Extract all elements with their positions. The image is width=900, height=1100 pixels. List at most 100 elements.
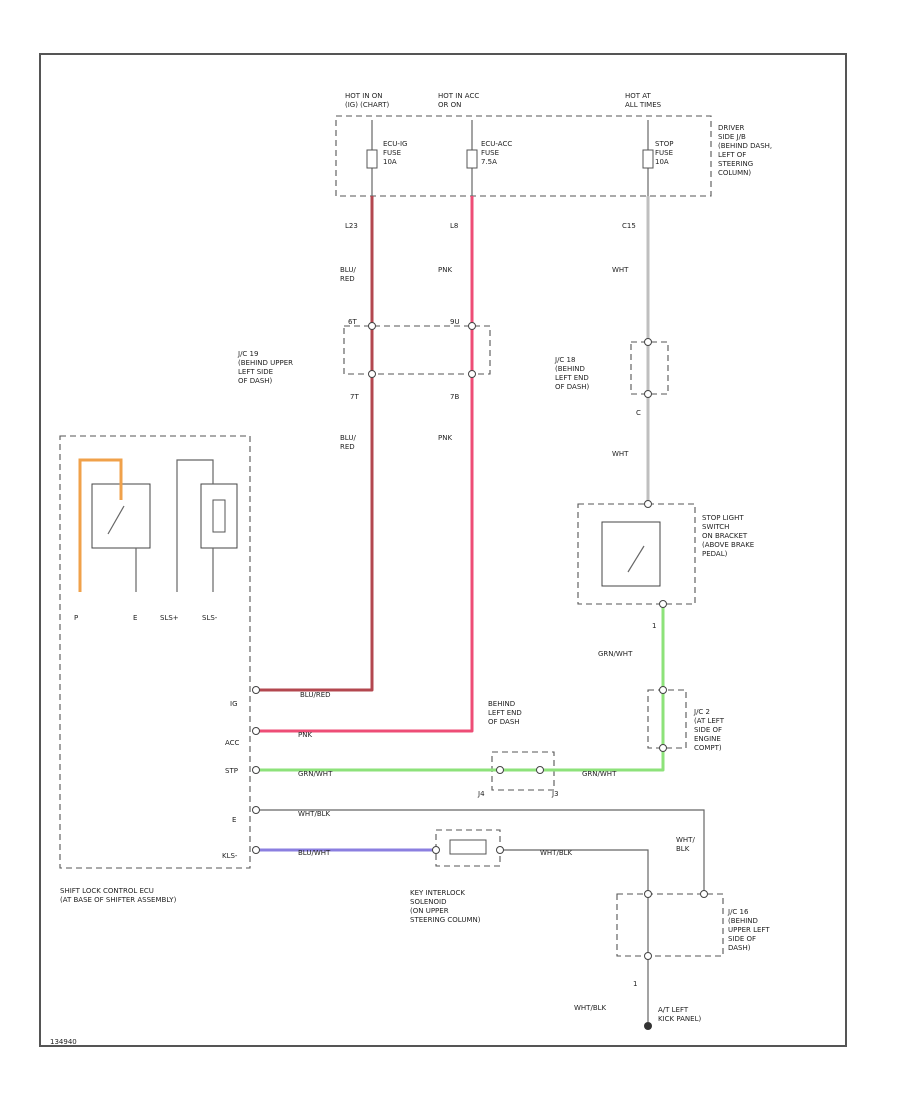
pin-jc2-top bbox=[659, 686, 667, 694]
wire-label-wht-blk-h2: WHT/BLK bbox=[540, 849, 573, 857]
jc19-pin-1: 6T bbox=[348, 318, 357, 326]
wire-label-grn-wht-h2: GRN/WHT bbox=[582, 770, 617, 778]
hot-run-label: HOT IN ON(IG) (CHART) bbox=[345, 92, 389, 109]
driver-junction-box bbox=[335, 115, 712, 197]
pin-jc19-bottom-left bbox=[368, 370, 376, 378]
ecu-relay-switch-icon bbox=[107, 505, 125, 535]
wire-label-wht-blk-gnd: WHT/BLK bbox=[574, 1004, 607, 1012]
stop-switch-pin: 1 bbox=[652, 622, 656, 630]
jc16-box bbox=[616, 893, 724, 957]
pin-jc18-top bbox=[644, 338, 652, 346]
pin-l8: L8 bbox=[450, 222, 458, 230]
pin-ecu-stp bbox=[252, 766, 260, 774]
wire-label-wht-1: WHT bbox=[612, 266, 629, 274]
jc18-box bbox=[630, 341, 669, 395]
wire-label-blu-red-2: BLU/RED bbox=[340, 434, 356, 451]
stop-switch-contact-icon bbox=[627, 545, 645, 573]
ecu-label: SHIFT LOCK CONTROL ECU(AT BASE OF SHIFTE… bbox=[60, 887, 177, 904]
ecu-terminal-sls-minus: SLS- bbox=[202, 614, 218, 622]
ground-icon bbox=[644, 1022, 652, 1030]
pin-ecu-kls bbox=[252, 846, 260, 854]
fuse-2-icon bbox=[466, 149, 478, 169]
wire-wht-blk bbox=[256, 809, 705, 898]
stop-switch-body bbox=[601, 521, 661, 587]
fuse-3-icon bbox=[642, 149, 654, 169]
pin-jc-mid-right bbox=[536, 766, 544, 774]
jc19-pin-3: 7T bbox=[350, 393, 359, 401]
wire-blu-red bbox=[256, 196, 374, 692]
wire-label-wht-blk-stack: WHT/BLK bbox=[676, 836, 695, 853]
pin-jc19-bottom-right bbox=[468, 370, 476, 378]
jc-mid-pin-j4: J4 bbox=[477, 790, 485, 798]
ecu-terminal-sls-plus: SLS+ bbox=[160, 614, 179, 622]
ecu-terminal-e: E bbox=[133, 614, 137, 622]
wire-label-blu-red-h: BLU/RED bbox=[300, 691, 331, 699]
pin-jc18-bottom bbox=[644, 390, 652, 398]
ecu-internal-orange-wire bbox=[78, 458, 123, 592]
jc19-box bbox=[343, 325, 491, 375]
pin-stop-switch-bottom bbox=[659, 600, 667, 608]
wire-label-pnk-2: PNK bbox=[438, 434, 452, 442]
ecu-pin-ig: IG bbox=[230, 700, 238, 708]
ecu-box bbox=[59, 435, 251, 869]
jc2-box bbox=[647, 689, 687, 749]
ecu-pin-acc: ACC bbox=[225, 739, 240, 747]
fuse-1-icon bbox=[366, 149, 378, 169]
ecu-pin-e: E bbox=[232, 816, 236, 824]
interlock-solenoid-icon bbox=[449, 839, 487, 855]
jc-mid-pin-j3: J3 bbox=[551, 790, 559, 798]
pin-c15: C15 bbox=[622, 222, 636, 230]
pin-ecu-e bbox=[252, 806, 260, 814]
wire-label-pnk-1: PNK bbox=[438, 266, 452, 274]
pin-ecu-acc bbox=[252, 727, 260, 735]
ecu-solenoid-icon bbox=[212, 499, 226, 533]
pin-stop-switch-top bbox=[644, 500, 652, 508]
wire-label-blu-red-1: BLU/RED bbox=[340, 266, 356, 283]
jc18-pin: C bbox=[636, 409, 641, 417]
wire-grn-wht bbox=[256, 604, 665, 772]
ecu-pin-kls: KLS- bbox=[222, 852, 238, 860]
wire-label-pnk-h: PNK bbox=[298, 731, 312, 739]
ecu-terminal-p: P bbox=[74, 614, 78, 622]
pin-jc19-top-left bbox=[368, 322, 376, 330]
pin-l23: L23 bbox=[345, 222, 358, 230]
wire-pnk bbox=[256, 196, 474, 733]
pin-jc2-bottom bbox=[659, 744, 667, 752]
pin-interlock-left bbox=[432, 846, 440, 854]
pin-jc19-top-right bbox=[468, 322, 476, 330]
jc19-pin-2: 9U bbox=[450, 318, 460, 326]
wire-interlock-return bbox=[500, 849, 649, 1022]
footer-code: 134940 bbox=[50, 1038, 77, 1046]
ecu-pin-stp: STP bbox=[225, 767, 238, 775]
ecu-internal-sls-line bbox=[176, 459, 214, 592]
wire-label-blu-wht-h: BLU/WHT bbox=[298, 849, 331, 857]
pin-interlock-right bbox=[496, 846, 504, 854]
pin-jc16-bottom bbox=[644, 952, 652, 960]
stop-switch-box bbox=[577, 503, 696, 605]
wire-label-grn-wht-h: GRN/WHT bbox=[298, 770, 333, 778]
diagram-frame bbox=[39, 53, 847, 1047]
wire-label-wht-blk-h: WHT/BLK bbox=[298, 810, 331, 818]
pin-ecu-ig bbox=[252, 686, 260, 694]
jc16-pin: 1 bbox=[633, 980, 637, 988]
pin-jc16-top-right bbox=[700, 890, 708, 898]
jc19-pin-4: 7B bbox=[450, 393, 459, 401]
pin-jc16-top-left bbox=[644, 890, 652, 898]
wire-label-grn-wht-1: GRN/WHT bbox=[598, 650, 633, 658]
wire-label-wht-2: WHT bbox=[612, 450, 629, 458]
